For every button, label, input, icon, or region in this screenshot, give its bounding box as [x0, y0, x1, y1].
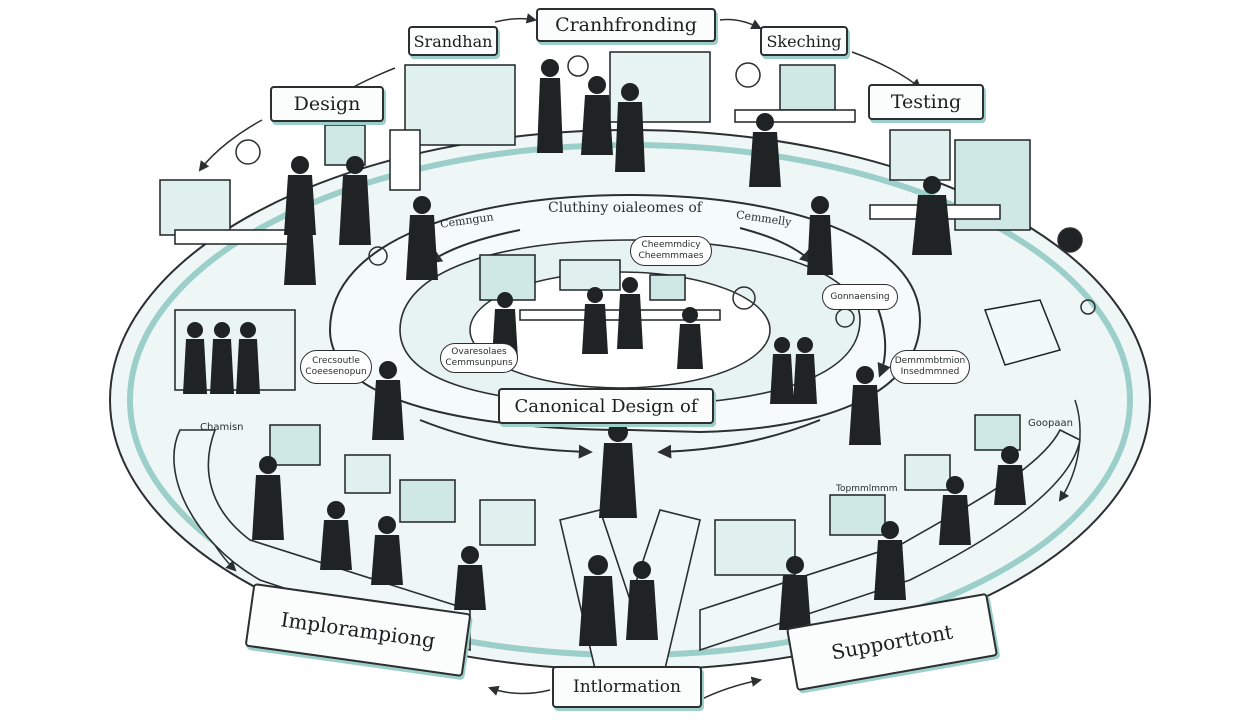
stage-label-bottom: Intlormation	[552, 666, 702, 708]
stage-label-left: Design	[270, 86, 384, 122]
person-figure	[454, 546, 486, 610]
person-figure	[770, 337, 794, 404]
ring-label-top: Cluthiny oialeomes of	[548, 200, 702, 216]
person-figure	[849, 366, 881, 445]
stage-label-top-left: Srandhan	[408, 26, 498, 56]
stage-label-top-right: Skeching	[760, 26, 848, 56]
caption-lower-right: Goopaan	[1028, 418, 1073, 429]
caption-right-mid-lower: Topmmlmmm	[836, 484, 898, 494]
person-figure	[252, 456, 284, 540]
people	[183, 59, 1026, 646]
speech-bubble-left-inner: Ovaresolaes Cemmsunpuns	[440, 343, 518, 373]
person-figure	[939, 476, 971, 545]
person-figure	[284, 156, 316, 235]
person-figure	[677, 307, 703, 369]
person-figure	[210, 322, 234, 394]
person-figure	[284, 206, 316, 285]
person-figure	[339, 156, 371, 245]
person-figure	[581, 76, 613, 155]
person-figure	[617, 277, 643, 349]
center-title: Canonical Design of	[498, 388, 714, 424]
stage-label-right: Testing	[868, 84, 984, 120]
person-figure	[582, 287, 608, 354]
person-figure	[320, 501, 352, 570]
person-figure	[779, 556, 811, 630]
person-figure	[615, 83, 645, 172]
inner-flow-arrows	[419, 227, 891, 459]
person-figure	[371, 516, 403, 585]
speech-bubble-left: Crecsoutle Coeesenopun	[300, 350, 372, 384]
person-figure	[537, 59, 563, 153]
person-figure	[579, 555, 617, 646]
person-figure	[994, 446, 1026, 505]
speech-bubble-right: Gonnaensing	[822, 284, 898, 310]
person-figure	[749, 113, 781, 187]
person-figure	[912, 176, 952, 255]
workstations	[159, 51, 1062, 576]
person-figure	[406, 196, 438, 280]
person-figure	[183, 322, 207, 394]
speech-bubble-center: Cheemmdicy Cheemmmaes	[630, 236, 712, 266]
person-figure	[372, 361, 404, 440]
speech-bubble-right-lower: Demmmbtmion Insedmmned	[890, 350, 970, 384]
stage-label-top: Cranhfronding	[536, 8, 716, 42]
person-figure	[793, 337, 817, 404]
person-figure	[236, 322, 260, 394]
person-figure	[807, 196, 833, 275]
idea-icons	[235, 55, 1096, 328]
person-figure	[626, 561, 658, 640]
person-figure	[874, 521, 906, 600]
person-figure	[599, 422, 637, 518]
caption-lower-left: Chamisn	[200, 422, 244, 433]
